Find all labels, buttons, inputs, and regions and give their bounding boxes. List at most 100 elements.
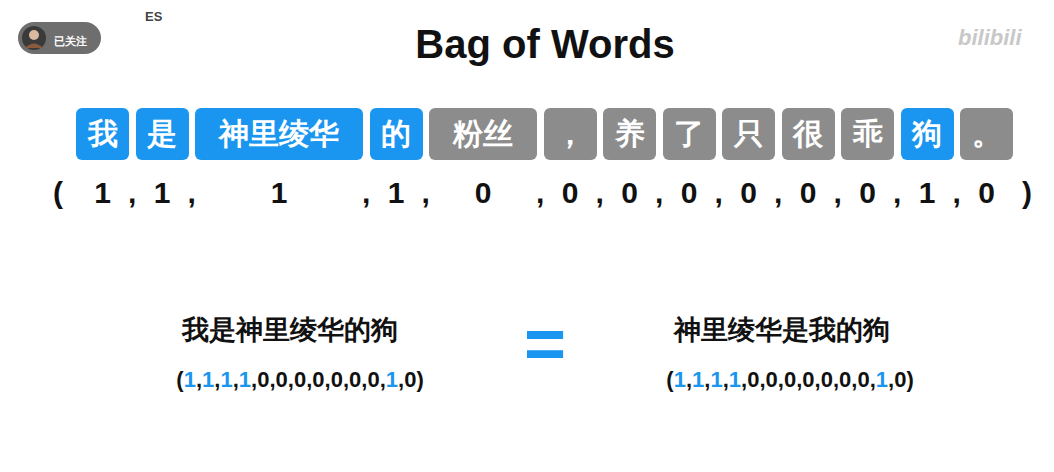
vector-comma: , bbox=[715, 175, 723, 211]
vector-char: , bbox=[723, 367, 729, 392]
vector-value: 1 bbox=[94, 175, 111, 211]
vector-char: 0 bbox=[784, 367, 796, 392]
vector-char: , bbox=[815, 367, 821, 392]
vector-value: 0 bbox=[681, 175, 698, 211]
vector-char: 1 bbox=[202, 367, 214, 392]
token-text: 神里绫华 bbox=[219, 116, 339, 152]
vector-char: 0 bbox=[312, 367, 324, 392]
vector-char: 1 bbox=[674, 367, 686, 392]
slide-title: Bag of Words bbox=[415, 20, 674, 68]
sentence-vector: (1,1,1,1,0,0,0,0,0,0,0,1,0) bbox=[666, 366, 913, 394]
avatar-icon bbox=[21, 25, 47, 51]
token-text: 很 bbox=[793, 116, 823, 152]
vector-char: 1 bbox=[876, 367, 888, 392]
vector-char: 1 bbox=[220, 367, 232, 392]
avatar-face bbox=[29, 30, 39, 40]
vector-char: 0 bbox=[802, 367, 814, 392]
vector-char: 0 bbox=[367, 367, 379, 392]
vector-bracket: ( bbox=[53, 175, 63, 211]
word-token: 乖 bbox=[841, 108, 894, 160]
token-text: 只 bbox=[734, 116, 764, 152]
vector-char: 0 bbox=[349, 367, 361, 392]
word-token: ， bbox=[544, 108, 597, 160]
vector-char: ( bbox=[176, 367, 183, 392]
vector-comma: , bbox=[422, 175, 430, 211]
token-text: 粉丝 bbox=[453, 116, 513, 152]
sentence-text: 神里绫华是我的狗 bbox=[674, 313, 890, 347]
vector-char: , bbox=[796, 367, 802, 392]
vector-comma: , bbox=[188, 175, 196, 211]
vector-char: , bbox=[398, 367, 404, 392]
avatar-body bbox=[25, 44, 43, 49]
sentence-vector: (1,1,1,1,0,0,0,0,0,0,0,1,0) bbox=[176, 366, 423, 394]
vector-value: 0 bbox=[978, 175, 995, 211]
vector-bracket: ) bbox=[1022, 175, 1032, 211]
vector-char: , bbox=[306, 367, 312, 392]
vector-comma: , bbox=[596, 175, 604, 211]
vector-char: 0 bbox=[839, 367, 851, 392]
vector-char: 1 bbox=[710, 367, 722, 392]
token-text: 养 bbox=[615, 116, 645, 152]
word-token: 狗 bbox=[901, 108, 954, 160]
vector-value: 0 bbox=[859, 175, 876, 211]
vector-value: 1 bbox=[154, 175, 171, 211]
vector-char: , bbox=[343, 367, 349, 392]
vector-value: 1 bbox=[271, 175, 288, 211]
vector-comma: , bbox=[893, 175, 901, 211]
vector-char: 1 bbox=[239, 367, 251, 392]
badge-text: 已关注 bbox=[54, 34, 87, 48]
vector-value: 0 bbox=[475, 175, 492, 211]
vector-char: ( bbox=[666, 367, 673, 392]
vector-value: 0 bbox=[740, 175, 757, 211]
word-token: 我 bbox=[76, 108, 129, 160]
follow-badge: 已关注 bbox=[18, 22, 101, 54]
vector-value: 0 bbox=[562, 175, 579, 211]
word-token: 养 bbox=[603, 108, 656, 160]
vector-char: 0 bbox=[331, 367, 343, 392]
word-token: 。 bbox=[960, 108, 1013, 160]
word-token: 神里绫华 bbox=[195, 108, 363, 160]
vector-char: , bbox=[741, 367, 747, 392]
vector-comma: , bbox=[834, 175, 842, 211]
token-text: 狗 bbox=[912, 116, 942, 152]
vector-comma: , bbox=[536, 175, 544, 211]
vector-char: ) bbox=[906, 367, 913, 392]
token-text: 是 bbox=[147, 116, 177, 152]
token-text: 我 bbox=[88, 116, 118, 152]
vector-char: , bbox=[870, 367, 876, 392]
equals-sign: = bbox=[524, 305, 566, 381]
vector-char: ) bbox=[416, 367, 423, 392]
watermark: bilibili bbox=[958, 24, 1022, 52]
vector-char: , bbox=[380, 367, 386, 392]
token-text: 了 bbox=[674, 116, 704, 152]
es-mark: ES bbox=[145, 9, 162, 25]
vector-char: , bbox=[686, 367, 692, 392]
vector-char: 0 bbox=[857, 367, 869, 392]
vector-char: 0 bbox=[294, 367, 306, 392]
vector-value: 1 bbox=[388, 175, 405, 211]
vector-char: 0 bbox=[747, 367, 759, 392]
vector-char: , bbox=[833, 367, 839, 392]
vector-char: , bbox=[361, 367, 367, 392]
vector-char: 0 bbox=[404, 367, 416, 392]
word-token: 很 bbox=[782, 108, 835, 160]
vector-value: 0 bbox=[800, 175, 817, 211]
vector-comma: , bbox=[774, 175, 782, 211]
vector-char: , bbox=[251, 367, 257, 392]
vector-comma: , bbox=[128, 175, 136, 211]
vector-comma: , bbox=[953, 175, 961, 211]
token-text: 。 bbox=[972, 116, 1002, 152]
vector-char: , bbox=[704, 367, 710, 392]
word-token: 的 bbox=[370, 108, 423, 160]
vector-char: , bbox=[888, 367, 894, 392]
word-token: 了 bbox=[663, 108, 716, 160]
vector-char: , bbox=[759, 367, 765, 392]
word-token: 粉丝 bbox=[429, 108, 537, 160]
vector-char: , bbox=[851, 367, 857, 392]
word-token: 是 bbox=[136, 108, 189, 160]
vector-char: , bbox=[269, 367, 275, 392]
vector-char: 0 bbox=[257, 367, 269, 392]
vector-char: 0 bbox=[894, 367, 906, 392]
vector-value: 1 bbox=[919, 175, 936, 211]
